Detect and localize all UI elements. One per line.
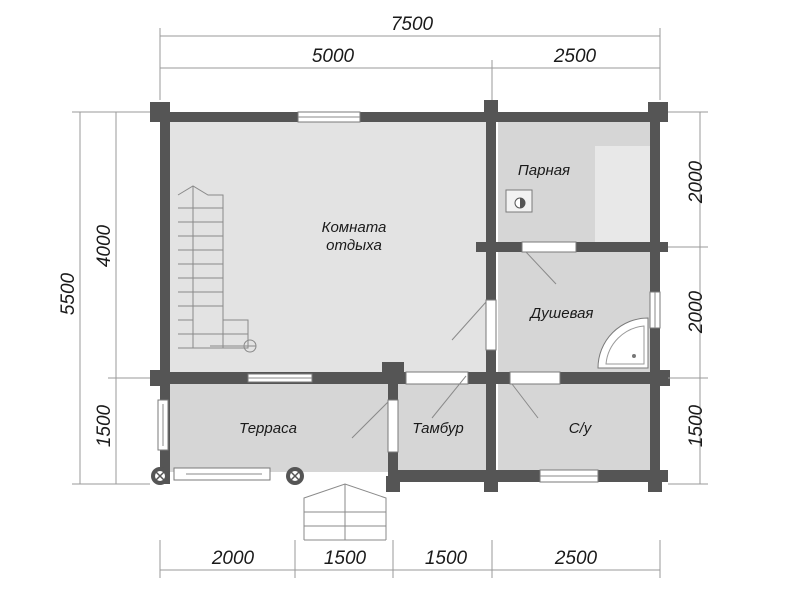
windows xyxy=(247,111,661,483)
dimension-bottom-2: 1500 xyxy=(324,548,367,569)
room-label-terrace: Терраса xyxy=(239,420,297,437)
dimension-right-middle: 2000 xyxy=(686,290,707,334)
room-label-living-1: Комната xyxy=(322,219,387,236)
room-label-steam: Парная xyxy=(518,162,570,179)
room-label-vestibule: Тамбур xyxy=(412,420,463,437)
room-label-wc: С/у xyxy=(569,420,593,437)
dimension-bottom-3: 1500 xyxy=(425,548,468,569)
dimension-bottom-1: 2000 xyxy=(211,548,255,569)
dimension-lines xyxy=(72,28,708,578)
dimension-right-upper: 2000 xyxy=(686,160,707,204)
shower-tray-icon xyxy=(597,317,649,369)
dimension-right-lower: 1500 xyxy=(686,404,707,447)
doors xyxy=(351,251,557,439)
room-label-shower: Душевая xyxy=(529,305,594,322)
dimension-bottom-4: 2500 xyxy=(554,548,598,569)
dimension-top-total: 7500 xyxy=(391,14,434,35)
dimension-top-right: 2500 xyxy=(553,46,597,67)
vestibule-floor xyxy=(398,384,488,472)
dimension-left-upper: 4000 xyxy=(94,224,115,267)
terrace-railings xyxy=(151,399,304,485)
terrace-floor xyxy=(170,384,388,472)
room-label-living-2: отдыха xyxy=(326,237,382,254)
dimension-left-lower: 1500 xyxy=(94,404,115,447)
dimension-left-total: 5500 xyxy=(58,272,79,315)
stairs xyxy=(177,185,257,353)
dimension-top-left: 5000 xyxy=(312,46,355,67)
steam-room-bench xyxy=(595,146,651,244)
stove-icon xyxy=(505,189,533,213)
entrance-steps xyxy=(303,483,387,541)
